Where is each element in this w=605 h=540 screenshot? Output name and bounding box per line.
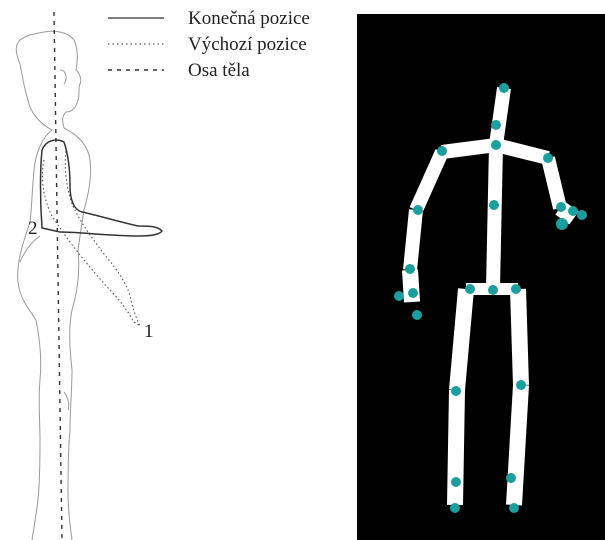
legend-label-axis: Osa těla xyxy=(188,60,250,82)
joint-foot-left xyxy=(450,503,460,513)
joint-knee-left xyxy=(451,386,461,396)
joint-head xyxy=(499,83,509,93)
legend-item-axis: Osa těla xyxy=(108,60,348,82)
joint-handtip-left xyxy=(412,310,422,320)
head-outline xyxy=(16,31,81,130)
joint-spine-shoulder xyxy=(491,140,501,150)
joint-spine-mid xyxy=(489,200,499,210)
joint-wrist-left xyxy=(405,264,415,274)
hip-outline xyxy=(20,236,40,262)
joint-thumb-left xyxy=(394,291,404,301)
joint-shoulder-right xyxy=(543,153,553,163)
joint-spine-base xyxy=(488,285,498,295)
joint-hip-right xyxy=(511,284,521,294)
body-axis-line xyxy=(54,12,62,540)
joint-wrist-right xyxy=(568,206,578,216)
legend: Konečná pozice Výchozí pozice Osa těla xyxy=(108,8,348,88)
marker-end: 2 xyxy=(28,219,38,239)
thigh-left-limb xyxy=(457,289,466,390)
joint-ankle-left xyxy=(451,477,461,487)
legend-item-initial: Výchozí pozice xyxy=(108,34,348,56)
torso-outline xyxy=(18,130,52,540)
joint-hip-left xyxy=(465,284,475,294)
joint-ankle-right xyxy=(506,473,516,483)
marker-start: 1 xyxy=(144,322,154,342)
neck-limb xyxy=(496,88,504,145)
joint-hand-left xyxy=(408,288,418,298)
shin-right-limb xyxy=(514,385,521,505)
legend-item-final: Konečná pozice xyxy=(108,8,348,30)
legend-label-final: Konečná pozice xyxy=(188,8,310,30)
joint-shoulder-left xyxy=(437,146,447,156)
joint-hand-right xyxy=(556,218,568,230)
joint-elbow-right xyxy=(556,202,566,212)
joint-elbow-left xyxy=(413,205,423,215)
knee-outline xyxy=(64,392,69,410)
joint-foot-right xyxy=(509,503,519,513)
thigh-right-limb xyxy=(518,289,521,385)
forearm-left-limb xyxy=(410,210,416,270)
legend-label-initial: Výchozí pozice xyxy=(188,34,307,56)
spine-limb xyxy=(493,145,496,288)
final-arm-outline xyxy=(41,140,163,236)
joint-handtip-right xyxy=(577,210,587,220)
skeleton-panel xyxy=(357,14,605,540)
joint-knee-right xyxy=(516,380,526,390)
ear-outline xyxy=(60,70,66,84)
body-outline xyxy=(16,31,90,540)
shin-left-limb xyxy=(455,390,457,505)
back-outline xyxy=(64,128,91,540)
joint-neck xyxy=(491,120,501,130)
shoulder-left-limb xyxy=(442,145,496,152)
